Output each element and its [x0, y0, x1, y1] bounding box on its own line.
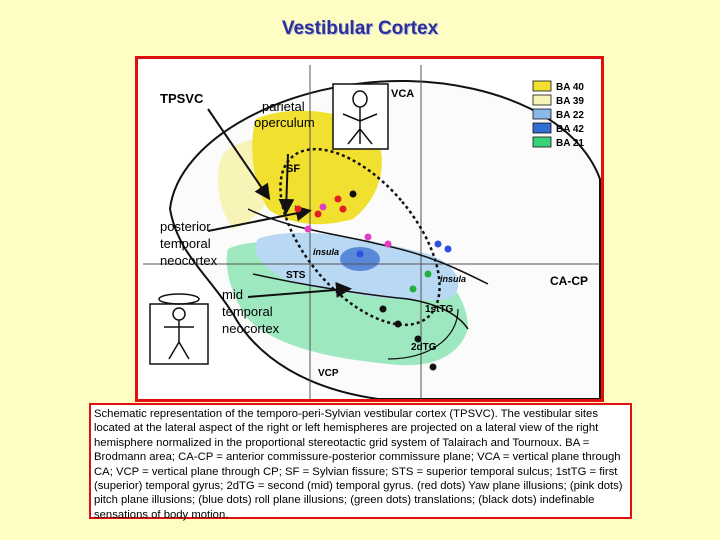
- figure-caption: Schematic representation of the temporo-…: [89, 403, 632, 521]
- sts-sulcus: [252, 273, 469, 330]
- dot-pink: [304, 225, 312, 233]
- dot-pink: [384, 240, 392, 248]
- dot-red: [314, 210, 322, 218]
- label-parietal-1: parietal: [262, 99, 305, 114]
- label-posterior-1: posterior: [160, 219, 211, 234]
- label-vcp: VCP: [318, 368, 339, 379]
- dot-blue: [434, 240, 442, 248]
- label-posterior-3: neocortex: [160, 253, 218, 268]
- page-title: Vestibular Cortex: [281, 18, 439, 39]
- label-posterior-2: temporal: [160, 236, 211, 251]
- figure-bottom-icon: [158, 293, 200, 360]
- legend-label: BA 42: [556, 124, 584, 135]
- legend-label: BA 21: [556, 138, 584, 149]
- legend-swatch: [532, 122, 552, 134]
- dot-red: [339, 205, 347, 213]
- legend-swatch: [532, 108, 552, 120]
- arrow-tpsvc: [207, 108, 271, 201]
- legend-swatch: [532, 80, 552, 92]
- legend-label: BA 40: [556, 82, 584, 93]
- arrow-mid: [247, 281, 352, 298]
- arrow-posterior: [207, 205, 312, 232]
- label-mid-1: mid: [222, 287, 243, 302]
- dots: [294, 190, 452, 371]
- sf-fissure: [247, 208, 489, 285]
- dot-blue: [444, 245, 452, 253]
- label-cacp: CA-CP: [550, 274, 588, 288]
- figure-top-icon: [342, 90, 378, 145]
- dot-blue: [356, 250, 364, 258]
- label-mid-2: temporal: [222, 304, 273, 319]
- label-mid-3: neocortex: [222, 321, 280, 336]
- label-parietal-2: operculum: [254, 115, 315, 130]
- dot-green: [409, 285, 417, 293]
- legend-label: BA 22: [556, 110, 584, 121]
- legend-swatch: [532, 94, 552, 106]
- legend-swatch: [532, 136, 552, 148]
- dot-red: [334, 195, 342, 203]
- arrow-parietal: [278, 153, 295, 215]
- brain-diagram: BA 40 BA 39 BA 22 BA 42 BA 21 TPSVC parietal: [135, 56, 604, 402]
- dot-black: [429, 363, 437, 371]
- dot-black: [394, 320, 402, 328]
- label-insula-lower: insula: [440, 274, 466, 284]
- dot-black: [349, 190, 357, 198]
- label-2dtg: 2dTG: [411, 342, 437, 353]
- dot-pink: [319, 203, 327, 211]
- tpsvc-ellipse: [279, 147, 441, 327]
- label-sts: STS: [286, 270, 306, 281]
- label-insula-upper: insula: [313, 247, 339, 257]
- dot-black: [379, 305, 387, 313]
- brain-diagram-svg: BA 40 BA 39 BA 22 BA 42 BA 21 TPSVC parietal: [143, 65, 601, 399]
- dot-green: [424, 270, 432, 278]
- label-1sttg: 1stTG: [425, 304, 454, 315]
- label-tpsvc: TPSVC: [160, 91, 204, 106]
- itg-curve: [387, 308, 459, 360]
- dot-black: [414, 335, 422, 343]
- area-ba42: [340, 247, 380, 271]
- dot-pink: [364, 233, 372, 241]
- legend-label: BA 39: [556, 96, 584, 107]
- label-vca: VCA: [391, 88, 414, 100]
- label-sf: SF: [286, 163, 300, 175]
- dot-red: [294, 205, 302, 213]
- legend: BA 40 BA 39 BA 22 BA 42 BA 21: [532, 80, 584, 149]
